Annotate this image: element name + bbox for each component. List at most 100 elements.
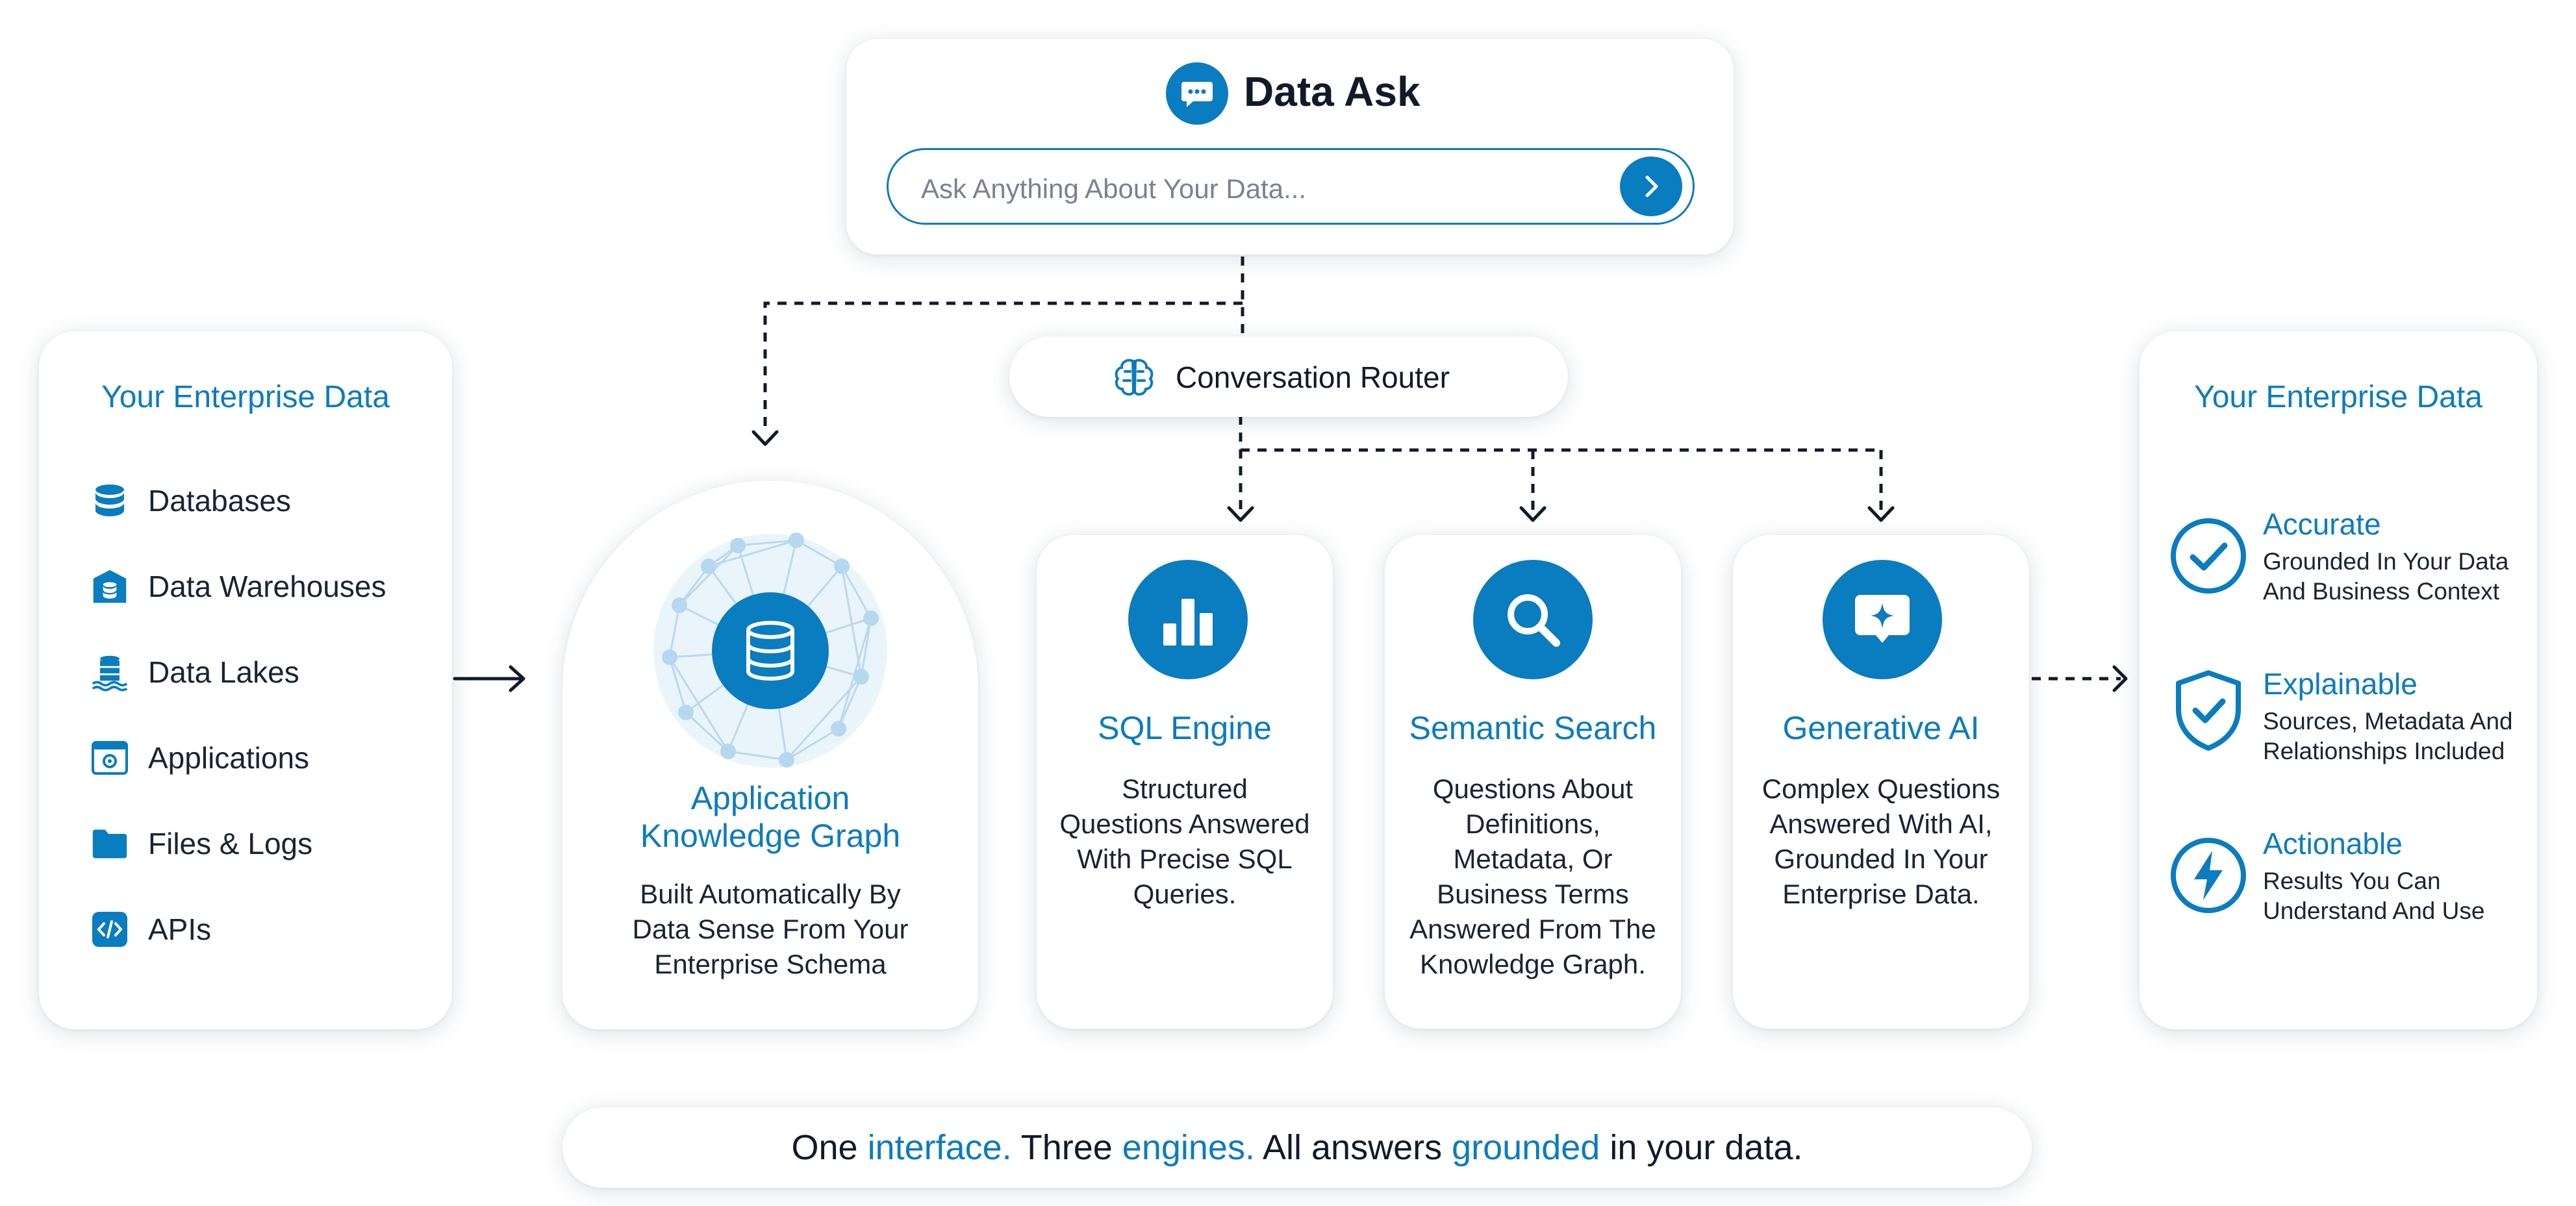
source-item-apis: APIs xyxy=(91,907,211,952)
app-title: Data Ask xyxy=(1244,68,1421,115)
arrowhead-sql xyxy=(1227,506,1254,522)
lightning-icon xyxy=(2169,836,2247,918)
arrowhead-outcomes xyxy=(2112,665,2128,692)
tagline-part: in your data. xyxy=(1600,1128,1803,1167)
tagline-accent: interface. xyxy=(867,1128,1012,1167)
engine-title: Semantic Search xyxy=(1409,710,1657,746)
description-line: Understand And Use xyxy=(2263,898,2485,924)
source-label: Files & Logs xyxy=(148,827,313,861)
ask-input[interactable]: Ask Anything About Your Data... xyxy=(887,148,1695,225)
source-label: APIs xyxy=(148,912,212,946)
chat-icon xyxy=(1166,62,1228,125)
source-item-data-lakes: Data Lakes xyxy=(91,649,299,695)
tagline-banner: One interface. Three engines. All answer… xyxy=(562,1107,2032,1188)
tagline-part: All answers xyxy=(1254,1128,1452,1167)
description-line: Data Sense From Your xyxy=(632,914,909,944)
description-line: Questions Answered xyxy=(1059,809,1310,839)
engine-title: Generative AI xyxy=(1782,710,1980,746)
description-line: Enterprise Schema xyxy=(654,949,887,979)
description-line: Sources, Metadata And xyxy=(2263,708,2513,735)
source-item-databases: Databases xyxy=(91,478,291,523)
outcome-description: Grounded In Your Data And Business Conte… xyxy=(2263,547,2549,607)
engine-description: Structured Questions Answered With Preci… xyxy=(1037,772,1333,912)
folder-icon xyxy=(91,825,129,862)
source-label: Data Lakes xyxy=(148,655,299,689)
connector-ask-to-graph xyxy=(763,301,1243,432)
tagline-text: One interface. Three engines. All answer… xyxy=(791,1127,1802,1168)
outcomes-title: Your Enterprise Data xyxy=(2194,380,2482,414)
description-line: Questions About xyxy=(1432,773,1634,804)
source-label: Databases xyxy=(148,484,291,518)
engine-card-generative-ai: Generative AI Complex Questions Answered… xyxy=(1733,535,2029,1029)
knowledge-graph-title: Application Knowledge Graph xyxy=(562,779,978,855)
description-line: Answered With AI, xyxy=(1769,809,1993,839)
ask-input-placeholder: Ask Anything About Your Data... xyxy=(921,173,1307,204)
engine-title: SQL Engine xyxy=(1098,710,1272,746)
knowledge-graph-description: Built Automatically By Data Sense From Y… xyxy=(562,877,978,982)
description-line: Knowledge Graph. xyxy=(1420,949,1646,979)
description-line: Definitions, xyxy=(1465,809,1600,839)
send-button[interactable] xyxy=(1620,157,1682,216)
code-icon xyxy=(91,911,129,948)
outcome-title: Accurate xyxy=(2263,507,2381,541)
description-line: Queries. xyxy=(1133,879,1237,909)
description-line: Built Automatically By xyxy=(640,879,901,909)
description-line: Results You Can xyxy=(2263,868,2441,894)
engine-card-sql: SQL Engine Structured Questions Answered… xyxy=(1037,535,1333,1029)
shield-check-icon xyxy=(2173,669,2243,755)
sources-title: Your Enterprise Data xyxy=(101,380,390,414)
engine-card-semantic-search: Semantic Search Questions About Definiti… xyxy=(1385,535,1681,1029)
bar-chart-icon xyxy=(1128,560,1248,679)
arrow-sources-to-graph xyxy=(453,665,525,692)
description-line: Relationships Included xyxy=(2263,738,2505,764)
router-label: Conversation Router xyxy=(1176,360,1450,394)
database-icon xyxy=(746,621,794,681)
outcome-title: Explainable xyxy=(2263,667,2418,701)
data-ask-panel: Data Ask Ask Anything About Your Data... xyxy=(846,39,1734,255)
arrowhead-semantic xyxy=(1519,506,1547,522)
outcome-title: Actionable xyxy=(2263,827,2403,861)
source-item-applications: Applications xyxy=(91,735,309,781)
outcome-description: Sources, Metadata And Relationships Incl… xyxy=(2263,707,2549,766)
enterprise-data-outcomes: Your Enterprise Data Accurate Grounded I… xyxy=(2140,331,2537,1029)
enterprise-data-sources: Your Enterprise Data Databases Data Ware… xyxy=(39,331,452,1029)
tagline-accent: grounded xyxy=(1452,1128,1600,1167)
engine-description: Questions About Definitions, Metadata, O… xyxy=(1385,772,1681,982)
description-line: With Precise SQL xyxy=(1077,844,1293,874)
description-line: Answered From The xyxy=(1409,914,1656,944)
description-line: Grounded In Your Data xyxy=(2263,548,2509,575)
tagline-part: One xyxy=(791,1128,868,1167)
conversation-router: Conversation Router xyxy=(1009,336,1568,417)
source-label: Data Warehouses xyxy=(148,570,386,603)
knowledge-graph-title-line: Knowledge Graph xyxy=(640,818,901,854)
description-line: Structured xyxy=(1122,773,1248,804)
chevron-right-icon xyxy=(1645,175,1658,197)
source-item-data-warehouses: Data Warehouses xyxy=(91,564,386,609)
tagline-part: Three xyxy=(1011,1128,1122,1167)
brain-icon xyxy=(1111,355,1157,401)
description-line: Grounded In Your xyxy=(1774,844,1988,874)
description-line: Business Terms xyxy=(1437,879,1629,909)
source-item-files-logs: Files & Logs xyxy=(91,821,312,866)
warehouse-icon xyxy=(91,568,129,605)
outcome-description: Results You Can Understand And Use xyxy=(2263,866,2549,926)
tagline-accent: engines. xyxy=(1122,1128,1255,1167)
search-icon xyxy=(1473,560,1593,679)
knowledge-graph-card: Application Knowledge Graph Built Automa… xyxy=(562,481,978,1029)
source-label: Applications xyxy=(148,741,310,775)
engine-description: Complex Questions Answered With AI, Grou… xyxy=(1733,772,2029,912)
description-line: And Business Context xyxy=(2263,578,2500,605)
database-icon xyxy=(91,482,129,520)
description-line: Enterprise Data. xyxy=(1782,879,1980,909)
check-circle-icon xyxy=(2169,517,2247,598)
description-line: Metadata, Or xyxy=(1453,844,1613,874)
sparkle-chat-icon xyxy=(1823,560,1942,679)
arrowhead-graph xyxy=(751,430,779,446)
data-lake-icon xyxy=(91,653,129,692)
network-graph-illustration xyxy=(653,533,887,768)
arrowhead-genai xyxy=(1867,506,1895,522)
application-icon xyxy=(91,739,129,777)
description-line: Complex Questions xyxy=(1762,773,2001,804)
knowledge-graph-title-line: Application xyxy=(690,780,850,816)
